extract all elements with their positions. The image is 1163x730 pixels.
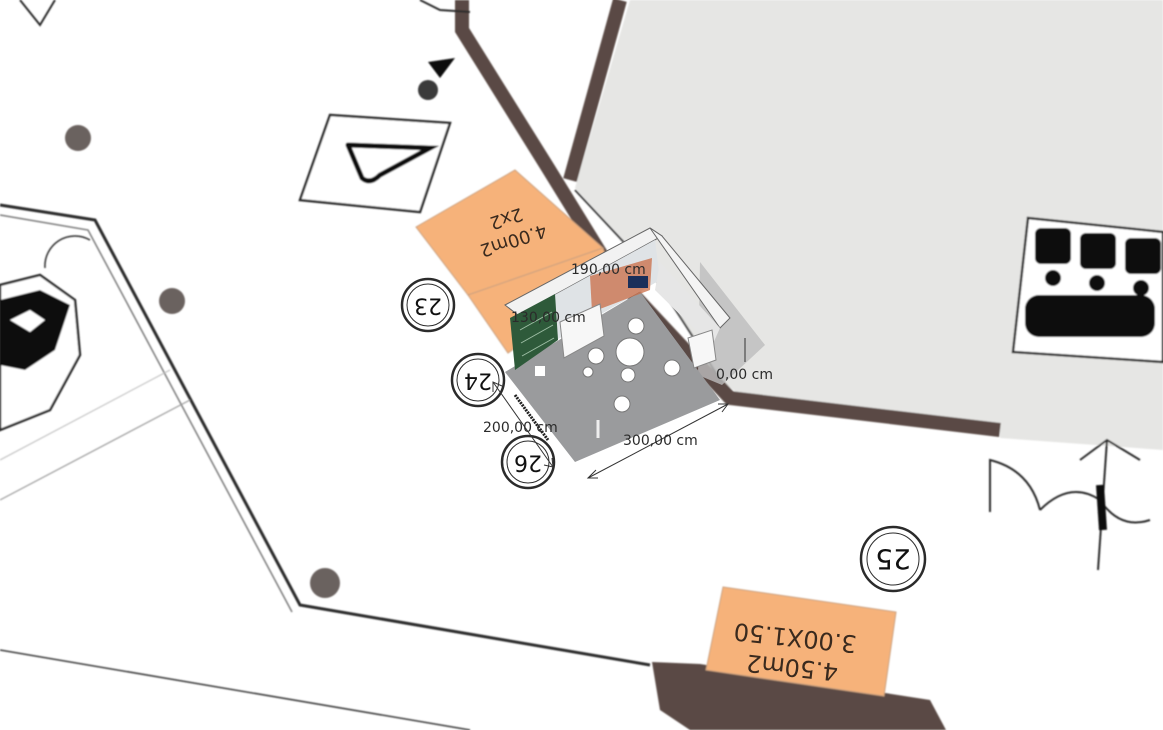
dark-wall-bottom: [652, 662, 946, 730]
stand-marker-23: 23: [400, 277, 456, 333]
stand-label-24: 24: [464, 368, 492, 393]
door-arc-left: [44, 235, 91, 269]
stand-green-panel: [510, 294, 558, 370]
dark-wall-segment-1: [455, 0, 1001, 437]
stand-floor-text: [513, 394, 550, 441]
stand-label-26: 26: [514, 450, 542, 475]
floor-line-bottom: [0, 649, 471, 730]
exit-door-icon: [989, 438, 1151, 571]
stand-side-wall: [649, 227, 731, 329]
stand-label-23: 23: [414, 293, 442, 318]
zone-3x1-5-fill: [705, 586, 897, 697]
stand-marker-24: 24: [450, 352, 506, 408]
dark-symbol: [0, 290, 70, 370]
stand-chair: [587, 347, 605, 365]
arrow-marker: [428, 58, 455, 78]
dim-back-wall: 190,00 cm: [571, 262, 646, 278]
column-icon: [418, 80, 438, 100]
dim-height: 0,00 cm: [716, 367, 773, 383]
stand-table: [615, 337, 645, 367]
stand-chair: [627, 317, 645, 335]
floor-line-diagonal: [0, 399, 191, 501]
stand-counter-left: [559, 303, 605, 359]
stand-side-wall-face: [655, 262, 720, 346]
white-glyph: [10, 310, 45, 332]
floor-line-diagonal-2: [0, 369, 171, 461]
stand-chair: [613, 395, 631, 413]
stand-chair: [663, 359, 681, 377]
stand-marker-26: 26: [500, 434, 556, 490]
top-door-fragment: [419, 0, 471, 13]
stand-label-25: 25: [875, 543, 911, 576]
stand-stool: [582, 366, 594, 378]
stand-counter-right: [687, 329, 717, 369]
column-icon: [310, 568, 340, 598]
stand-box: [535, 366, 545, 376]
dark-wall-segment-2: [563, 0, 627, 182]
column-icon: [159, 288, 185, 314]
stand-screen: [628, 276, 648, 288]
hanger-icon: [298, 113, 452, 214]
stand-marker-25: 25: [859, 525, 927, 593]
outer-wall-left-inner: [0, 214, 293, 613]
top-left-fragment: [19, 0, 56, 27]
stand-3d-model: [504, 227, 765, 462]
column-icon: [65, 125, 91, 151]
dim-side-counter: 130,00 cm: [511, 310, 586, 326]
stand-floor: [505, 292, 720, 462]
stand-graphic-panel: [590, 258, 652, 312]
outer-wall-left: [0, 203, 651, 667]
dimension-lines: [492, 338, 746, 479]
dim-width: 300,00 cm: [623, 433, 698, 449]
stand-chair: [620, 367, 636, 383]
dim-depth: 200,00 cm: [483, 420, 558, 436]
projector-icon: [1011, 216, 1163, 364]
